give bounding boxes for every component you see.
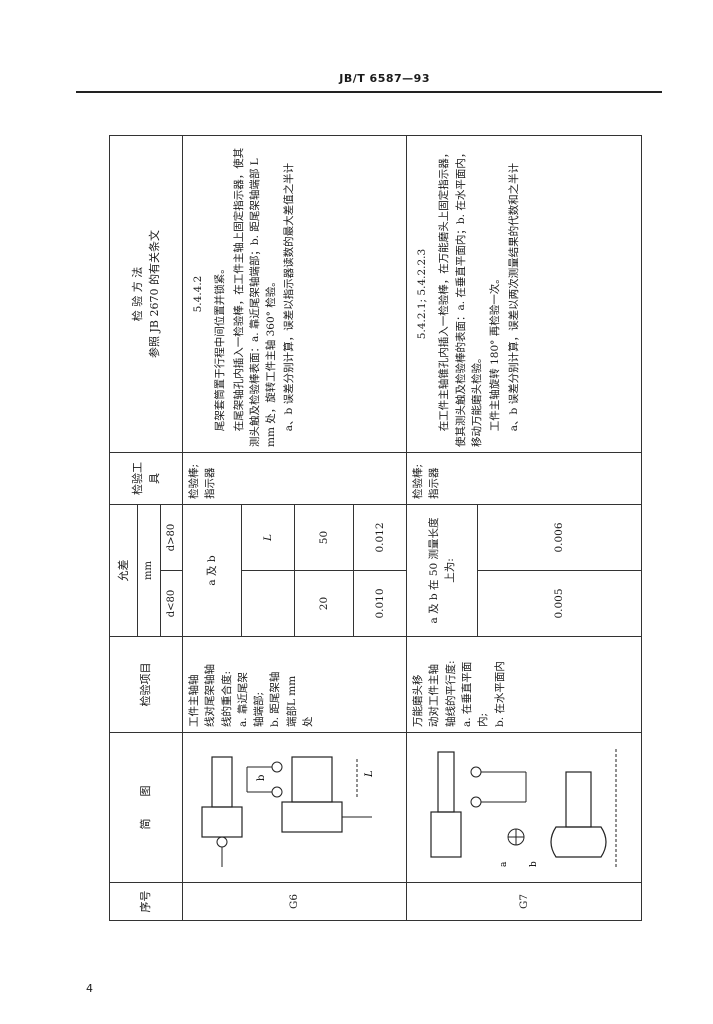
tool-g6: 检验棒;指示器 bbox=[182, 452, 407, 504]
inspection-table: 序号 简 图 检验项目 允差 检验工具 检 验 方 法 参照 JB 2670 的… bbox=[109, 135, 642, 921]
row-no: G6 bbox=[182, 882, 407, 920]
item-g7: 万能磨头移动对工件主轴 轴线的平行度:a. 在垂直平面 内;b. 在水平面内 bbox=[406, 636, 642, 732]
col-tolerance: 允差 bbox=[109, 504, 138, 636]
diagram-g6: b L bbox=[182, 732, 407, 882]
diagram-g7: a b bbox=[406, 732, 642, 882]
g7-diagram: a b bbox=[430, 746, 617, 867]
ab-label-g7: a 及 b 在 50 测量长度上为: bbox=[427, 516, 456, 624]
tol-small-g7: 0.005 bbox=[477, 570, 641, 636]
col-item: 检验项目 bbox=[109, 636, 183, 732]
label-a: a bbox=[499, 861, 509, 867]
label-L: L bbox=[364, 770, 375, 778]
standard-number: JB/T 6587—93 bbox=[339, 72, 430, 85]
L-label: L bbox=[241, 504, 295, 570]
col-tool: 检验工具 bbox=[109, 452, 183, 504]
col-method: 检 验 方 法 参照 JB 2670 的有关条文 bbox=[109, 135, 183, 452]
tol-large-g7: 0.006 bbox=[477, 504, 641, 570]
ab-label: a 及 b bbox=[205, 554, 218, 586]
g6-diagram: b L bbox=[201, 755, 375, 867]
col-no: 序号 bbox=[109, 882, 183, 920]
tol-small-g6: 0.010 bbox=[353, 570, 407, 636]
label-b: b bbox=[256, 774, 267, 780]
label-b: b bbox=[529, 861, 539, 867]
tolerance-unit: mm bbox=[137, 504, 160, 636]
row-g6: G6 b L bbox=[182, 135, 407, 920]
item-g6: 工件主轴轴线对尾架轴轴 线的重合度:a. 靠近尾架 轴端部;b. 距尾架轴 端部… bbox=[182, 636, 407, 732]
row-no: G7 bbox=[406, 882, 642, 920]
header-rule bbox=[76, 91, 662, 93]
method-g6: 5.4.4.2 尾架套筒置于行程中间位置并锁紧。 在尾架轴孔内插入一检验棒，在工… bbox=[182, 135, 407, 452]
page-number: 4 bbox=[86, 982, 93, 995]
method-g7: 5.4.2.1; 5.4.2.2.3 在工件主轴锥孔内插入一检验棒，在万能磨头上… bbox=[406, 135, 642, 452]
col-diagram: 简 图 bbox=[109, 732, 183, 882]
tol-large-g6: 0.012 bbox=[353, 504, 407, 570]
col-d-small: d<80 bbox=[160, 570, 183, 636]
row-g7: G7 a b bbox=[406, 135, 642, 920]
col-d-large: d>80 bbox=[160, 504, 183, 570]
v50: 50 bbox=[294, 504, 354, 570]
tool-g7: 检验棒;指示器 bbox=[406, 452, 642, 504]
v20: 20 bbox=[294, 570, 354, 636]
rotated-table-wrapper: 序号 简 图 检验项目 允差 检验工具 检 验 方 法 参照 JB 2670 的… bbox=[109, 135, 642, 921]
